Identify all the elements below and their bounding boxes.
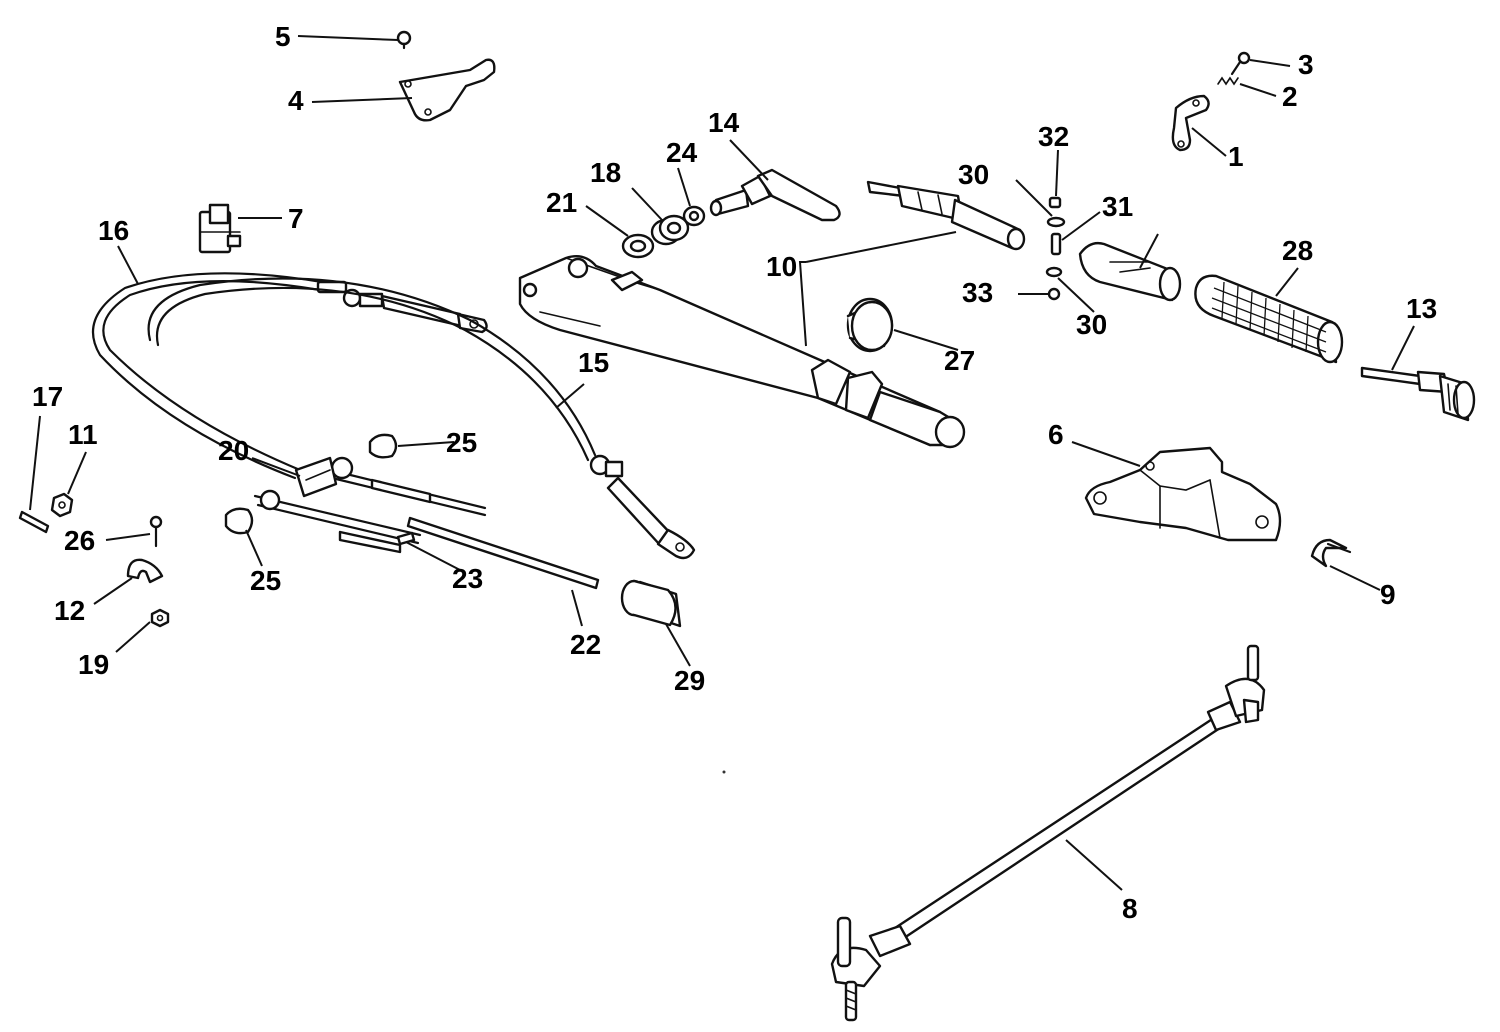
callout-7: 7 (288, 203, 304, 234)
part-9-clip (1310, 538, 1352, 568)
part-14-friction-lever (709, 168, 841, 222)
part-30-spring-upper (1046, 216, 1066, 228)
part-25-retainer-upper (368, 433, 398, 459)
part-20-clevis (294, 456, 338, 498)
callout-15: 15 (578, 347, 609, 378)
callout-22: 22 (570, 629, 601, 660)
part-10-tiller-arm (518, 255, 966, 449)
callout-25-lower: 25 (250, 565, 281, 596)
callout-4: 4 (288, 85, 304, 116)
part-19-nut (150, 608, 170, 628)
callout-32-lower: 33 (962, 277, 993, 308)
callout-20: 20 (218, 435, 249, 466)
callout-30-upper: 30 (958, 159, 989, 190)
part-12-clip (126, 558, 164, 584)
part-15-shift-cable (147, 277, 696, 560)
part-28-grip (1194, 274, 1344, 364)
part-6-steering-bracket (1084, 446, 1282, 542)
callout-9: 9 (1380, 579, 1396, 610)
part-24-washer (682, 205, 706, 227)
part-21-washer (621, 233, 655, 259)
part-31-pin (1050, 232, 1062, 256)
callout-19: 19 (78, 649, 109, 680)
part-16-throttle-cable (91, 272, 488, 480)
callout-16: 16 (98, 215, 129, 246)
callout-24: 24 (666, 137, 698, 168)
part-29-sleeve (620, 579, 682, 628)
part-30-spring-lower (1045, 266, 1063, 278)
callout-12: 12 (54, 595, 85, 626)
callout-14: 14 (708, 107, 740, 138)
part-2-spring (1217, 76, 1239, 86)
callout-23: 23 (452, 563, 483, 594)
callout-2: 2 (1282, 81, 1298, 112)
callout-25-upper: 25 (446, 427, 477, 458)
callout-6: 6 (1048, 419, 1064, 450)
callout-13: 13 (1406, 293, 1437, 324)
callout-32-upper: 32 (1038, 121, 1069, 152)
part-7-clamp (198, 203, 242, 254)
callout-3: 3 (1298, 49, 1314, 80)
callout-28: 28 (1282, 235, 1313, 266)
part-10-throttle-shaft (866, 180, 1026, 251)
callout-26: 26 (64, 525, 95, 556)
callout-27: 27 (944, 345, 975, 376)
part-13-throttle-end (1360, 366, 1476, 422)
callout-31: 31 (1102, 191, 1133, 222)
callout-labels: 5 4 3 2 1 7 16 14 24 18 21 30 32 31 33 3… (32, 21, 1437, 924)
callout-21: 21 (546, 187, 577, 218)
part-8-tie-rod (830, 644, 1266, 1022)
part-33-throttle-tube (1078, 241, 1182, 302)
part-27-cap (846, 297, 894, 353)
callout-10: 10 (766, 251, 797, 282)
stray-mark (722, 770, 726, 774)
part-18-bushing (650, 214, 690, 246)
part-3-screw (1230, 51, 1251, 76)
part-32-detent-lower (1047, 287, 1061, 301)
callout-5: 5 (275, 21, 291, 52)
callout-30-lower: 30 (1076, 309, 1107, 340)
callout-17: 17 (32, 381, 63, 412)
part-25-retainer-lower (224, 507, 254, 535)
callout-8: 8 (1122, 893, 1138, 924)
callout-18: 18 (590, 157, 621, 188)
part-23-pin (396, 531, 416, 546)
part-1-lever (1171, 94, 1210, 152)
part-4-bracket (398, 58, 496, 122)
part-26-screw (149, 515, 163, 548)
callout-1: 1 (1228, 141, 1244, 172)
callout-11: 11 (68, 419, 98, 450)
callout-29: 29 (674, 665, 705, 696)
part-17-cotter-pin (18, 510, 50, 534)
part-11-nut (50, 492, 74, 518)
part-22-rod (406, 516, 600, 590)
part-32-detent-upper (1048, 196, 1062, 209)
part-5-screw (396, 30, 412, 50)
leader-lines (29, 35, 1415, 891)
